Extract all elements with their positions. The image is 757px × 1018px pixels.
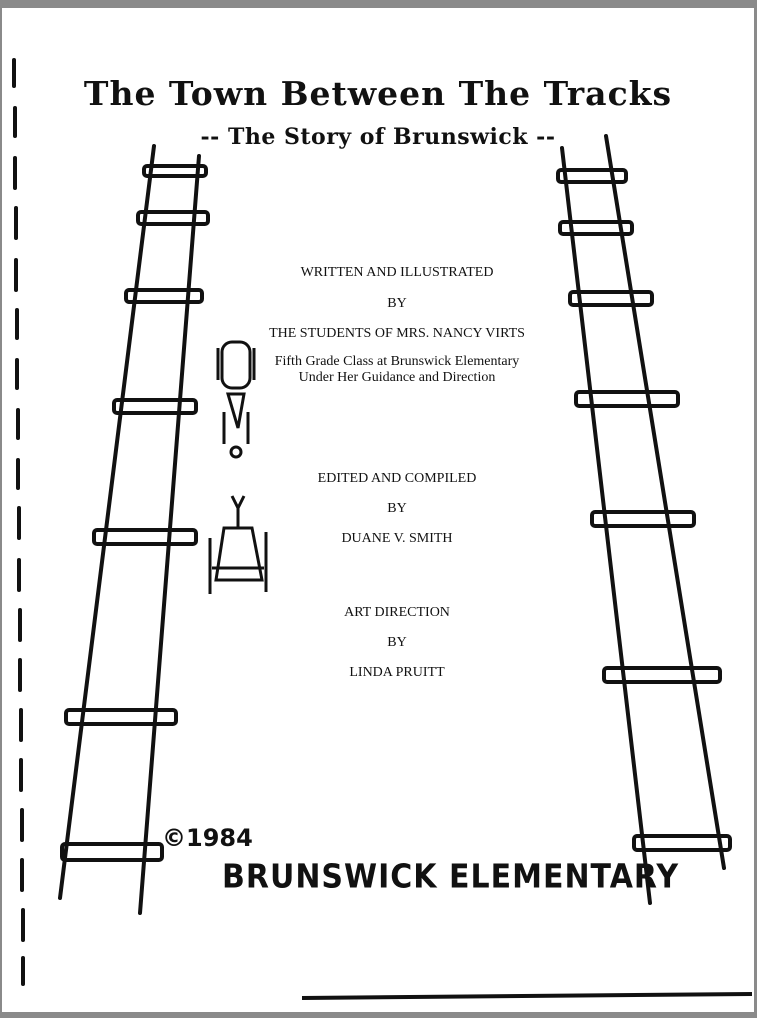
cart-drawing <box>208 495 268 594</box>
credit-edited: EDITED AND COMPILED <box>317 471 477 486</box>
credit-guidance: Under Her Guidance and Direction <box>298 370 496 385</box>
credit-written: WRITTEN AND ILLUSTRATED <box>300 265 494 280</box>
binding-holes <box>12 58 25 986</box>
left-track-drawing <box>58 144 210 915</box>
credit-students: THE STUDENTS OF MRS. NANCY VIRTS <box>269 326 525 341</box>
credit-editor: DUANE V. SMITH <box>341 531 453 546</box>
credit-class: Fifth Grade Class at Brunswick Elementar… <box>274 354 520 369</box>
document-subtitle: -- The Story of Brunswick -- <box>200 124 556 150</box>
credit-art-director: LINDA PRUITT <box>349 665 445 680</box>
document-page: The Town Between The Tracks -- The Story… <box>2 8 754 1012</box>
scan-edge-line <box>301 992 753 1000</box>
credit-by-3: BY <box>387 635 407 650</box>
wagon-drawing <box>216 340 256 459</box>
right-track-drawing <box>556 134 732 905</box>
copyright-notice: ©1984 <box>162 824 253 852</box>
school-name: BRUNSWICK ELEMENTARY <box>222 858 680 897</box>
credit-by-1: BY <box>387 296 407 311</box>
document-title: The Town Between The Tracks <box>83 74 673 113</box>
page-artwork <box>12 58 753 1000</box>
credit-by-2: BY <box>387 501 407 516</box>
credit-art: ART DIRECTION <box>344 605 450 620</box>
